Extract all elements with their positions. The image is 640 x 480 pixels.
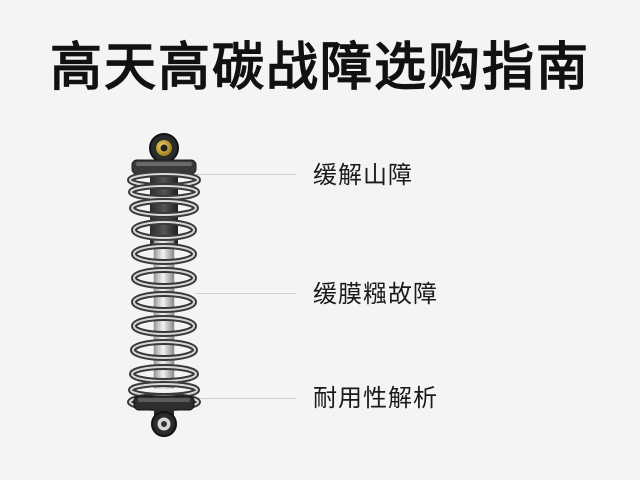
page-title: 高天高碳战障选购指南 <box>49 38 590 98</box>
callout-label-1: 缓解山障 <box>313 161 413 189</box>
leader-line-3 <box>196 398 296 399</box>
callout-label-3: 耐用性解析 <box>313 384 438 412</box>
shock-absorber-image <box>127 133 201 437</box>
callout-label-2: 缓膜糨故障 <box>313 280 438 308</box>
leader-line-1 <box>196 174 296 175</box>
leader-line-2 <box>196 293 296 294</box>
